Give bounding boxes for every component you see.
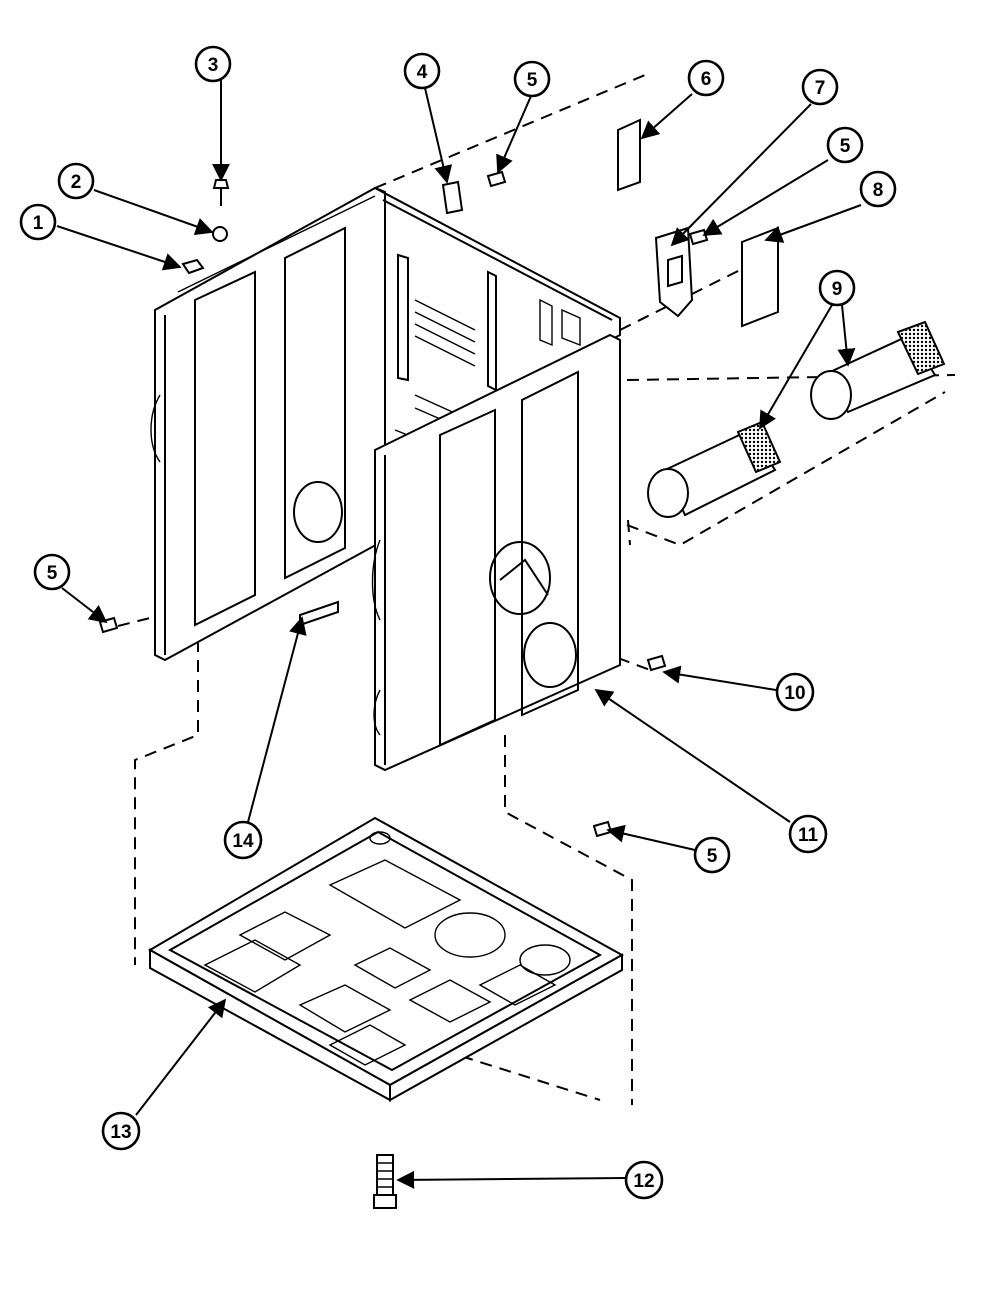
callout-label: 4 — [417, 62, 428, 83]
callout-label: 5 — [47, 563, 58, 584]
callout-5-right: 5 — [826, 126, 864, 164]
assembly-guide-lines — [117, 74, 956, 1105]
callout-9: 9 — [818, 269, 856, 307]
callout-label: 9 — [832, 279, 843, 300]
callout-label: 5 — [840, 136, 851, 157]
callout-12: 12 — [624, 1160, 664, 1200]
callout-leaders — [56, 80, 862, 1189]
callout-3: 3 — [194, 45, 232, 83]
callout-label: 6 — [701, 69, 712, 90]
callout-label: 1 — [33, 213, 44, 234]
callout-2: 2 — [57, 162, 95, 200]
part-5-screw-right — [688, 228, 709, 246]
callout-label: 13 — [110, 1122, 131, 1143]
part-5-screw-bottom — [592, 820, 613, 838]
callout-label: 12 — [633, 1171, 654, 1192]
part-2-washer — [212, 226, 228, 242]
part-14-label — [299, 600, 339, 627]
part-12-leveling-leg — [373, 1154, 397, 1209]
part-9-exhaust-duct-upper — [810, 320, 946, 420]
callout-label: 2 — [71, 172, 82, 193]
part-1-clip — [181, 258, 205, 275]
callout-label: 5 — [707, 846, 718, 867]
callout-11: 11 — [788, 814, 828, 854]
callout-1: 1 — [19, 203, 57, 241]
callout-label: 14 — [232, 831, 254, 852]
callout-label: 8 — [873, 180, 884, 201]
callout-10: 10 — [775, 672, 815, 712]
part-5-screw-top — [486, 170, 507, 188]
callout-6: 6 — [687, 59, 725, 97]
callout-5-top: 5 — [513, 60, 551, 98]
part-3-screw — [212, 179, 230, 206]
part-6-plate — [617, 118, 641, 192]
callout-4: 4 — [403, 52, 441, 90]
part-10-screw — [646, 654, 667, 672]
cabinet-front-side-panel — [371, 333, 621, 772]
callout-label: 3 — [208, 55, 219, 76]
part-8-plate — [741, 226, 779, 328]
part-9-exhaust-duct-lower — [647, 420, 782, 518]
callout-label: 7 — [815, 78, 826, 99]
part-7-bracket — [654, 226, 694, 318]
callout-5-left: 5 — [33, 553, 71, 591]
callout-7: 7 — [801, 68, 839, 106]
callout-13: 13 — [101, 1111, 141, 1151]
callout-label: 11 — [798, 825, 819, 846]
callout-5-bottom: 5 — [693, 836, 731, 874]
callout-14: 14 — [223, 820, 263, 860]
callout-label: 5 — [527, 70, 538, 91]
part-4-bracket — [441, 180, 464, 215]
callout-8: 8 — [859, 170, 897, 208]
part-13-base-pan — [147, 816, 625, 1102]
callout-label: 10 — [784, 683, 805, 704]
cabinet-rear-side-panel — [150, 186, 386, 662]
